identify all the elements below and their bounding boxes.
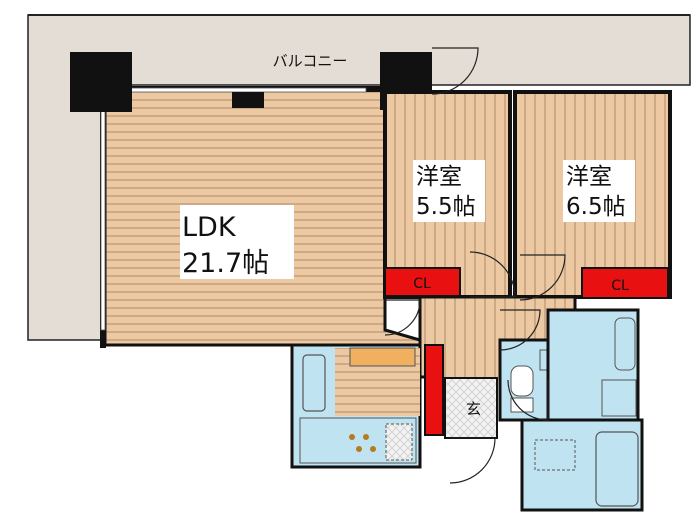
kitchen [290, 343, 422, 469]
western-room-1-name: 洋室 [416, 164, 462, 190]
washroom [546, 308, 640, 422]
bathroom [520, 418, 644, 512]
door-swings [384, 47, 566, 421]
western-room-2: 洋室 6.5帖 CL [513, 90, 672, 299]
western-room-1: 洋室 5.5帖 CL [383, 90, 512, 299]
closet-1 [384, 267, 461, 297]
closet-2-label: CL [611, 278, 629, 294]
balcony: バルコニー [27, 14, 691, 341]
column [70, 52, 132, 112]
western-room-2-name: 洋室 [566, 164, 612, 190]
ldk-room: LDK 21.7帖 [100, 86, 422, 348]
ldk-name: LDK [182, 212, 237, 243]
ldk-size: 21.7帖 [182, 248, 269, 279]
stove-icon [349, 434, 376, 452]
hallway-lower [440, 340, 500, 380]
column [232, 92, 264, 108]
closet-2 [581, 267, 669, 299]
western-room-2-size: 6.5帖 [566, 194, 626, 220]
fridge [385, 423, 413, 461]
kitchen-counter [349, 347, 416, 367]
western-room-1-size: 5.5帖 [416, 194, 476, 220]
closet-1-label: CL [413, 276, 431, 292]
entrance: 玄 [424, 344, 498, 484]
balcony-label: バルコニー [273, 52, 348, 70]
entrance-label: 玄 [466, 400, 481, 418]
kitchen-sink [302, 354, 326, 412]
door-swing [449, 437, 496, 484]
